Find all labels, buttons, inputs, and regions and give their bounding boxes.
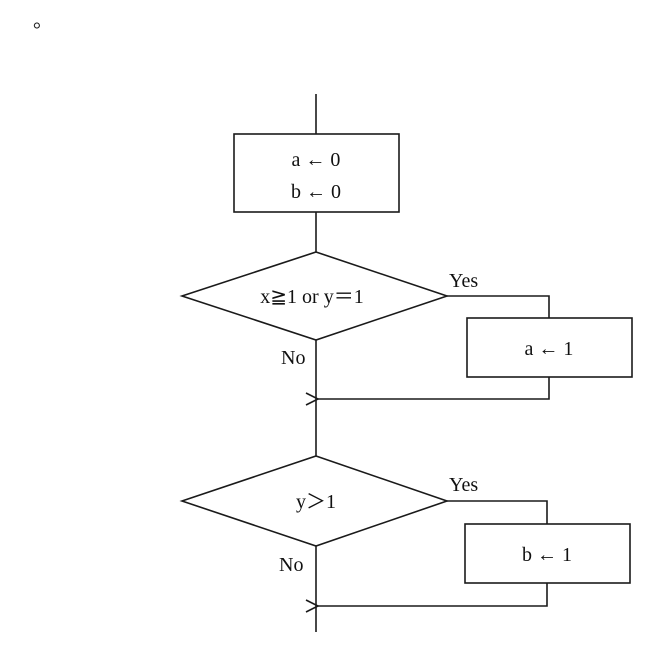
init-line2: b ← 0 [291, 181, 341, 203]
init-line1: a ← 0 [292, 149, 341, 171]
init-box [233, 133, 400, 213]
action1-box [466, 317, 633, 378]
decision1-yes-line [447, 295, 550, 318]
decision2-condition: y＞1 [296, 491, 336, 513]
corner-mark: 。 [33, 10, 53, 32]
action2-box [464, 523, 631, 584]
decision2-diamond [179, 455, 450, 547]
decision1-condition: x≧1 or y＝1 [260, 286, 363, 308]
decision1-no-label: No [281, 347, 305, 369]
decision1-yes-label: Yes [449, 270, 478, 292]
action1-text: a ← 1 [525, 338, 574, 360]
action2-text: b ← 1 [522, 544, 572, 566]
decision2-yes-line [447, 500, 548, 524]
action2-return-line [318, 583, 548, 606]
decision2-no-label: No [279, 554, 303, 576]
decision1-diamond [179, 251, 450, 341]
decision2-yes-label: Yes [449, 474, 478, 496]
action1-return-line [318, 377, 550, 399]
